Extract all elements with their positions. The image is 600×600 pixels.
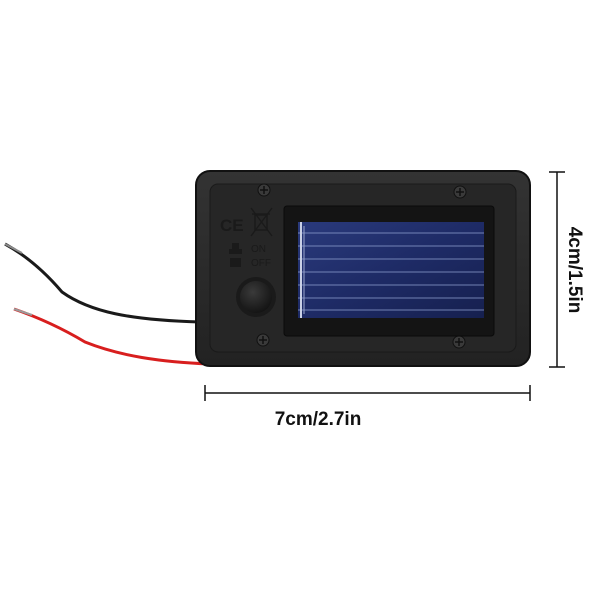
width-label: 7cm/2.7in	[274, 409, 362, 430]
screw-bottom-right	[452, 335, 466, 349]
cell-busbars	[298, 232, 484, 311]
black-wire	[4, 242, 201, 324]
height-label: 4cm/1.5in	[564, 226, 585, 314]
off-label: OFF	[251, 258, 271, 269]
power-button	[236, 277, 276, 317]
recycle-bin-icon	[250, 207, 273, 237]
wires	[4, 242, 211, 366]
red-wire	[13, 307, 211, 366]
width-dimension-line	[204, 385, 531, 401]
screw-top-left	[257, 183, 271, 197]
black-wire-tip	[4, 243, 23, 254]
screw-bottom-left	[256, 333, 270, 347]
on-label: ON	[251, 244, 266, 255]
markings: CE ON OFF	[220, 207, 273, 269]
solar-panel	[283, 205, 495, 337]
screw-top-right	[453, 185, 467, 199]
red-wire-tip	[13, 308, 33, 316]
solar-module: CE ON OFF	[195, 170, 531, 367]
switch-position-icon	[229, 243, 242, 267]
solar-cells	[298, 222, 484, 318]
ce-mark: CE	[220, 216, 244, 235]
height-dimension-line	[549, 171, 565, 368]
